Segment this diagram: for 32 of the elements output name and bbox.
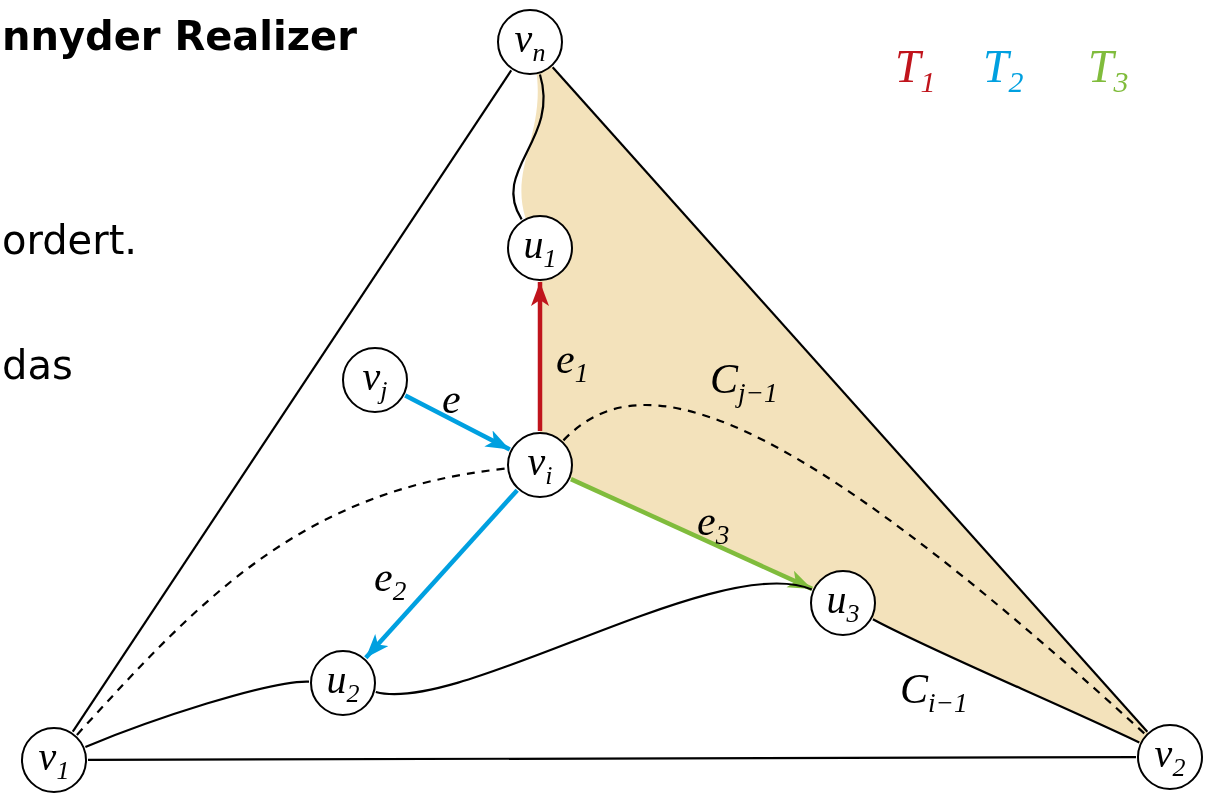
vertex-circle: v$_{i}$ [507,432,573,498]
line [512,74,545,220]
vertex-circle: u$_{2}$ [310,650,376,716]
edge-label: e$_{3}$ [697,500,730,550]
vertex-circle: v$_{2}$ [1137,724,1203,790]
vertex-circle: v$_{n}$ [497,9,563,75]
line [84,680,310,748]
vertex-circle: v$_{1}$ [21,727,87,793]
line [88,756,1136,761]
arrow [570,477,813,591]
body-text: ordert. [2,220,138,260]
edge-label: e$_{1}$ [556,338,589,388]
line [872,618,1140,744]
line [375,582,812,696]
body-text: das [2,345,73,385]
arrow [364,488,519,660]
legend-entry: T$_{2}$ [983,44,1024,98]
vertex-circle: u$_{3}$ [810,570,876,636]
line [551,66,1149,733]
edge-label: e$_{2}$ [374,556,407,606]
line [71,69,513,733]
vertex-circle: u$_{1}$ [507,215,573,281]
edge-label: C$_{i−1}$ [900,668,968,718]
legend-entry: T$_{1}$ [895,44,936,98]
edge-label: C$_{j−1}$ [710,358,778,408]
vertex-circle: v$_{j}$ [342,347,408,413]
dashed-line [562,404,1146,735]
arrow [531,282,549,431]
dashed-line [76,467,507,736]
arrow [404,393,511,452]
edge-label: e [442,378,461,420]
legend-entry: T$_{3}$ [1088,44,1129,98]
